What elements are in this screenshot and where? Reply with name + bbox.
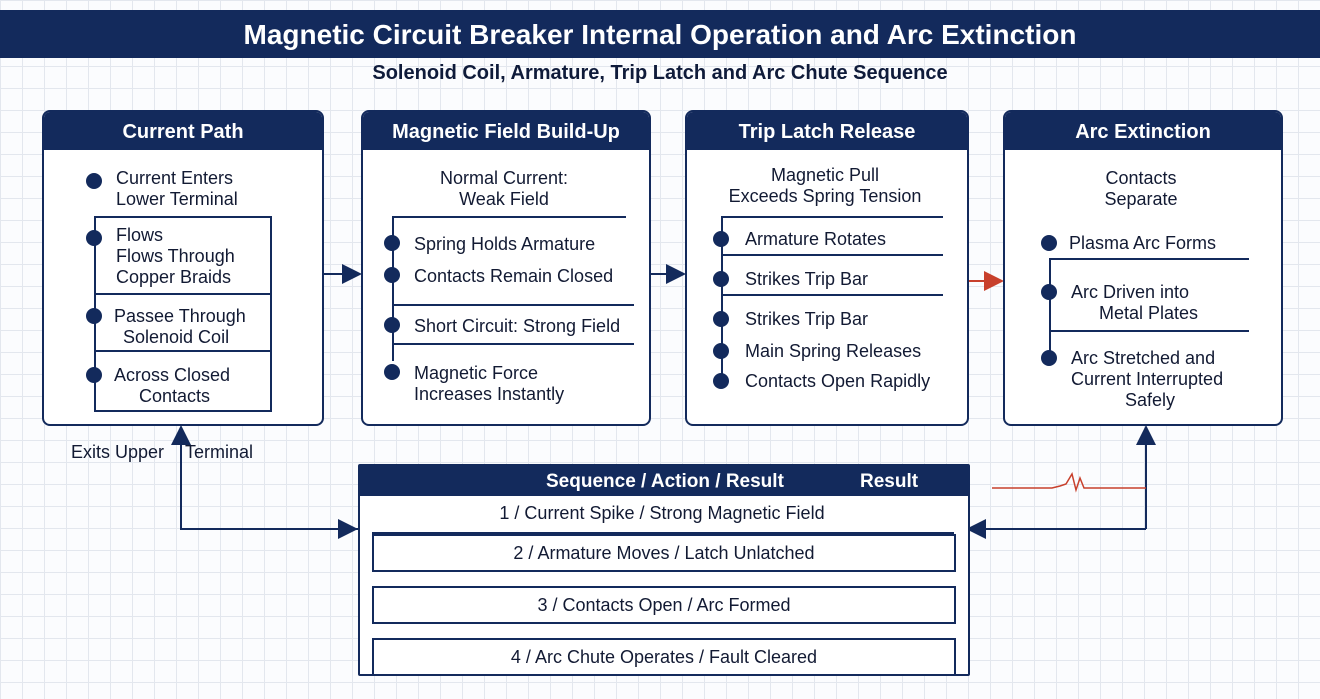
sequence-table: Sequence / Action / Result Result 1 / Cu… — [358, 464, 970, 676]
divider — [94, 216, 270, 218]
magnetic-field-spine — [392, 216, 394, 361]
sequence-header-label: Sequence / Action / Result — [546, 471, 784, 492]
divider — [721, 254, 943, 256]
sequence-table-header: Sequence / Action / Result Result — [360, 466, 968, 496]
divider — [721, 216, 943, 218]
trip-latch-spine — [721, 216, 723, 386]
divider — [94, 293, 270, 295]
bullet-dot — [713, 231, 729, 247]
bullet-dot — [713, 271, 729, 287]
spike-trace — [992, 472, 1146, 493]
bullet-dot — [86, 173, 102, 189]
bullet-dot — [713, 373, 729, 389]
bullet-dot — [384, 364, 400, 380]
bullet-dot — [384, 267, 400, 283]
arc-extinction-spine — [1049, 260, 1051, 352]
divider — [392, 216, 626, 218]
arc-extinction-item-1: Plasma Arc Forms — [1069, 233, 1217, 253]
current-path-title: Current Path — [44, 112, 322, 150]
trip-latch-item-4: Main Spring Releases — [745, 341, 922, 361]
bullet-dot — [384, 317, 400, 333]
divider — [392, 343, 634, 345]
bullet-dot — [86, 308, 102, 324]
bullet-dot — [1041, 235, 1057, 251]
magnetic-field-item-3: Short Circuit: Strong Field — [414, 316, 621, 336]
sequence-row-3: 3 / Contacts Open / Arc Formed — [372, 586, 956, 624]
magnetic-field-item-2: Contacts Remain Closed — [414, 266, 614, 286]
divider — [721, 294, 943, 296]
bullet-dot — [713, 311, 729, 327]
diagram-subtitle: Solenoid Coil, Armature, Trip Latch and … — [372, 62, 948, 84]
exit-label-right: Terminal — [185, 442, 254, 462]
divider — [1049, 258, 1249, 260]
divider — [94, 350, 270, 352]
bullet-dot — [1041, 350, 1057, 366]
exit-label-left: Exits Upper — [71, 442, 165, 462]
sequence-row-4: 4 / Arc Chute Operates / Fault Cleared — [372, 638, 956, 676]
arc-extinction-title: Arc Extinction — [1005, 112, 1281, 150]
bullet-dot — [1041, 284, 1057, 300]
sequence-row-1: 1 / Current Spike / Strong Magnetic Fiel… — [499, 503, 825, 523]
magnetic-field-panel: Magnetic Field Build-Up Normal Current:W… — [361, 110, 651, 426]
diagram-title: Magnetic Circuit Breaker Internal Operat… — [0, 10, 1320, 58]
trip-latch-title: Trip Latch Release — [687, 112, 967, 150]
divider — [94, 410, 270, 412]
trip-latch-item-5: Contacts Open Rapidly — [745, 371, 931, 391]
trip-latch-item-2: Strikes Trip Bar — [745, 269, 869, 289]
divider — [392, 304, 634, 306]
magnetic-field-item-1: Spring Holds Armature — [414, 234, 596, 254]
current-path-right-edge — [270, 216, 272, 412]
trip-latch-item-3: Strikes Trip Bar — [745, 309, 869, 329]
bullet-dot — [713, 343, 729, 359]
bullet-dot — [86, 367, 102, 383]
bullet-dot — [384, 235, 400, 251]
sequence-header-result: Result — [860, 471, 919, 492]
magnetic-field-title: Magnetic Field Build-Up — [363, 112, 649, 150]
sequence-row-2: 2 / Armature Moves / Latch Unlatched — [372, 534, 956, 572]
trip-latch-item-1: Armature Rotates — [745, 229, 887, 249]
magnetic-field-intro: Normal Current:Weak Field — [439, 168, 569, 209]
bullet-dot — [86, 230, 102, 246]
divider — [1049, 330, 1249, 332]
